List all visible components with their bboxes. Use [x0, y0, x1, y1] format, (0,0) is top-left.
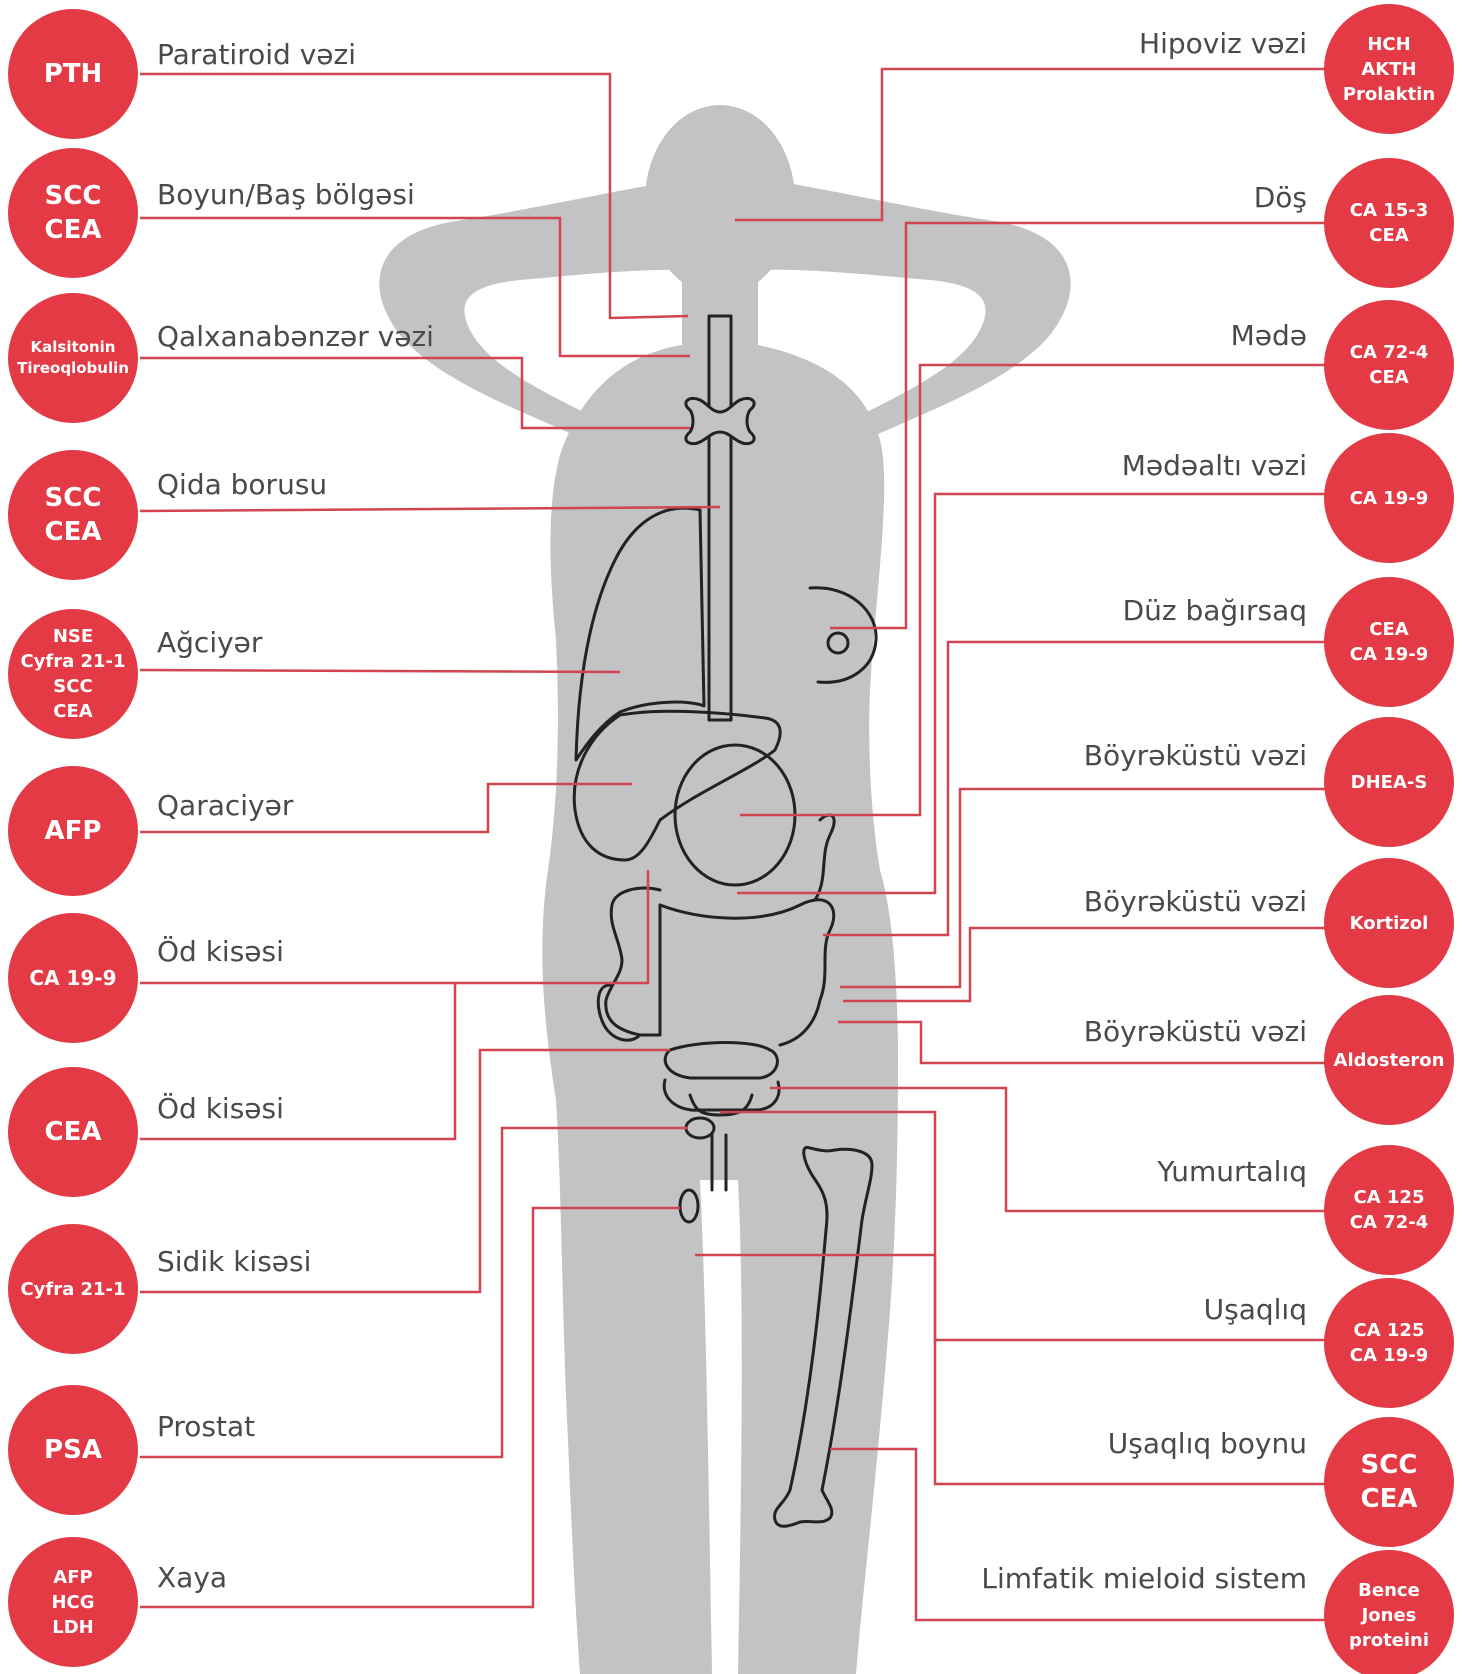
leader-boyrekustu-2: [843, 928, 1325, 1001]
marker-text: Cyfra 21-1: [20, 1277, 125, 1302]
organ-label-dos: Döş: [1254, 181, 1307, 215]
organ-label-boyrekustu-1: Böyrəküstü vəzi: [1084, 739, 1307, 773]
marker-badge-boyrekustu-2: Kortizol: [1324, 858, 1454, 988]
organ-label-boyun-bas: Boyun/Baş bölgəsi: [157, 178, 415, 212]
marker-text: HCH AKTH Prolaktin: [1343, 32, 1435, 107]
marker-text: SCC CEA: [1361, 1448, 1418, 1516]
marker-badge-qida-borusu: SCC CEA: [8, 450, 138, 580]
marker-badge-agciyer: NSE Cyfra 21-1 SCC CEA: [8, 609, 138, 739]
marker-badge-sidik-kisesi: Cyfra 21-1: [8, 1224, 138, 1354]
organ-label-qaraciyer: Qaraciyər: [157, 789, 293, 823]
organ-label-qalxanabenzer: Qalxanabənzər vəzi: [157, 320, 434, 354]
leader-agciyer: [140, 670, 620, 672]
marker-text: CEA: [45, 1115, 102, 1149]
marker-badge-usaqliq-boynu: SCC CEA: [1324, 1417, 1454, 1547]
marker-badge-usaqliq: CA 125 CA 19-9: [1324, 1278, 1454, 1408]
marker-text: Kortizol: [1350, 911, 1429, 936]
marker-badge-yumurtaliq: CA 125 CA 72-4: [1324, 1145, 1454, 1275]
organ-label-duz-bagirsaq: Düz bağırsaq: [1123, 594, 1307, 628]
organ-label-limfatik: Limfatik mieloid sistem: [981, 1562, 1307, 1596]
marker-text: CA 19-9: [29, 966, 116, 991]
organ-label-boyrekustu-3: Böyrəküstü vəzi: [1084, 1015, 1307, 1049]
marker-text: NSE Cyfra 21-1 SCC CEA: [20, 624, 125, 724]
organ-label-usaqliq-boynu: Uşaqlıq boynu: [1108, 1427, 1307, 1461]
organ-label-od-kisesi-2: Öd kisəsi: [157, 1092, 284, 1126]
organ-label-xaya: Xaya: [157, 1561, 227, 1595]
marker-text: CEA CA 19-9: [1350, 617, 1428, 667]
marker-badge-dos: CA 15-3 CEA: [1324, 158, 1454, 288]
marker-badge-limfatik: Bence Jones proteini: [1324, 1550, 1454, 1674]
organ-label-sidik-kisesi: Sidik kisəsi: [157, 1245, 311, 1279]
marker-text: PSA: [44, 1433, 102, 1467]
organ-label-mede: Mədə: [1231, 319, 1307, 353]
marker-text: Bence Jones proteini: [1349, 1578, 1429, 1653]
marker-text: DHEA-S: [1351, 770, 1428, 795]
marker-badge-medealti: CA 19-9: [1324, 433, 1454, 563]
organ-label-paratiroid: Paratiroid vəzi: [157, 38, 356, 72]
marker-badge-mede: CA 72-4 CEA: [1324, 300, 1454, 430]
marker-badge-qaraciyer: AFP: [8, 766, 138, 896]
organ-label-hipoviz: Hipoviz vəzi: [1139, 27, 1307, 61]
marker-badge-boyun-bas: SCC CEA: [8, 148, 138, 278]
organ-label-usaqliq: Uşaqlıq: [1204, 1293, 1307, 1327]
organ-label-qida-borusu: Qida borusu: [157, 468, 327, 502]
marker-text: SCC CEA: [45, 179, 102, 247]
leader-dos: [830, 223, 1325, 628]
marker-badge-boyrekustu-1: DHEA-S: [1324, 717, 1454, 847]
marker-badge-qalxanabenzer: Kalsitonin Tireoqlobulin: [8, 293, 138, 423]
marker-text: SCC CEA: [45, 481, 102, 549]
marker-text: Kalsitonin Tireoqlobulin: [17, 337, 129, 379]
organ-label-od-kisesi-1: Öd kisəsi: [157, 935, 284, 969]
marker-text: CA 125 CA 72-4: [1350, 1185, 1428, 1235]
marker-badge-paratiroid: PTH: [8, 9, 138, 139]
marker-badge-xaya: AFP HCG LDH: [8, 1537, 138, 1667]
marker-text: PTH: [44, 57, 103, 91]
marker-text: CA 15-3 CEA: [1350, 198, 1428, 248]
marker-text: AFP HCG LDH: [51, 1565, 94, 1640]
marker-badge-od-kisesi-1: CA 19-9: [8, 913, 138, 1043]
marker-badge-od-kisesi-2: CEA: [8, 1067, 138, 1197]
marker-text: Aldosteron: [1334, 1048, 1445, 1073]
marker-badge-hipoviz: HCH AKTH Prolaktin: [1324, 4, 1454, 134]
organ-label-medealti: Mədəaltı vəzi: [1122, 449, 1307, 483]
organ-label-boyrekustu-2: Böyrəküstü vəzi: [1084, 885, 1307, 919]
organ-label-yumurtaliq: Yumurtalıq: [1157, 1155, 1307, 1189]
marker-text: CA 19-9: [1350, 486, 1428, 511]
marker-text: CA 72-4 CEA: [1350, 340, 1428, 390]
marker-badge-boyrekustu-3: Aldosteron: [1324, 995, 1454, 1125]
marker-badge-prostat: PSA: [8, 1385, 138, 1515]
marker-badge-duz-bagirsaq: CEA CA 19-9: [1324, 577, 1454, 707]
marker-text: AFP: [45, 814, 102, 848]
organ-label-agciyer: Ağciyər: [157, 626, 262, 660]
organ-label-prostat: Prostat: [157, 1410, 255, 1444]
marker-text: CA 125 CA 19-9: [1350, 1318, 1428, 1368]
